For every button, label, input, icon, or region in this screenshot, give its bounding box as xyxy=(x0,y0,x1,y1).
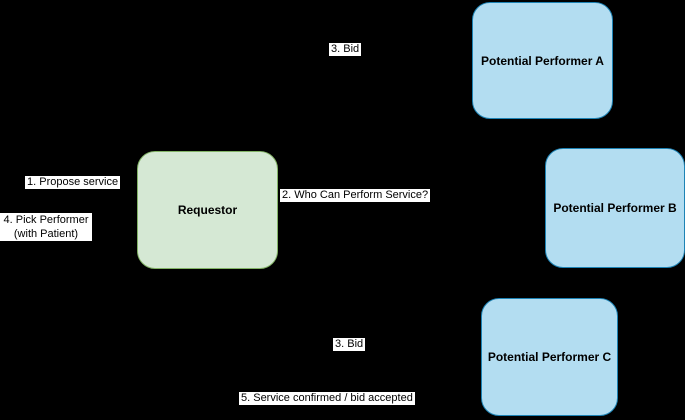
edge-label-service-confirmed: 5. Service confirmed / bid accepted xyxy=(239,392,415,405)
node-requestor: Requestor xyxy=(137,151,278,269)
edge-label-pick-performer: 4. Pick Performer (with Patient) xyxy=(0,213,92,241)
node-performer-b-label: Potential Performer B xyxy=(553,201,677,215)
edge-label-bid-bottom: 3. Bid xyxy=(333,338,366,351)
node-performer-a: Potential Performer A xyxy=(472,2,613,119)
node-performer-c: Potential Performer C xyxy=(481,298,618,416)
edge-label-bid-top: 3. Bid xyxy=(329,43,362,56)
node-performer-a-label: Potential Performer A xyxy=(481,53,604,68)
node-performer-c-label: Potential Performer C xyxy=(487,350,612,364)
node-requestor-label: Requestor xyxy=(177,203,238,217)
edge-label-propose-service: 1. Propose service xyxy=(25,176,121,189)
edge-label-pick-performer-line1: 4. Pick Performer xyxy=(3,214,89,226)
edge-label-who-can-perform: 2. Who Can Perform Service? xyxy=(280,189,431,202)
node-performer-b: Potential Performer B xyxy=(545,148,685,268)
edge-label-pick-performer-line2: (with Patient) xyxy=(13,228,79,240)
